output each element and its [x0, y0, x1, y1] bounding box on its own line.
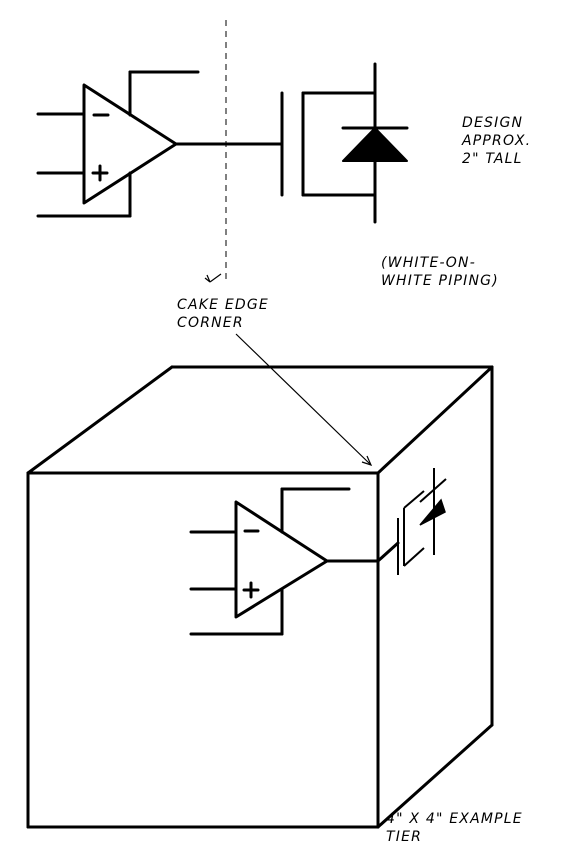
source-connection-side: [403, 547, 425, 567]
design-size-line-1: Design: [462, 115, 524, 131]
cake-edge-arrowhead-bottom: [361, 455, 373, 466]
body-diode-bar-side: [419, 478, 447, 503]
tier-line-1: 4" x 4" example: [386, 811, 523, 827]
cake-tier-cube: [26, 365, 494, 829]
op-amp-symbol-top: [36, 70, 284, 218]
mosfet-symbol-top: [280, 62, 409, 224]
cake-edge-line-1: Cake edge: [177, 297, 269, 313]
output-wire-side: [376, 541, 400, 563]
design-size-note: Design approx. 2" tall: [462, 114, 531, 168]
cake-edge-arrowhead-top: [204, 274, 211, 283]
drain-connection-side: [403, 490, 425, 509]
tier-line-2: tier: [386, 829, 423, 845]
body-diode-triangle-side: [419, 498, 446, 526]
piping-line-1: (white-on-: [381, 255, 476, 271]
cake-edge-arrow-short: [209, 273, 222, 283]
top-face-right-edge: [376, 365, 494, 475]
cake-edge-note: Cake edge corner: [177, 296, 269, 332]
body-diode-triangle: [342, 127, 408, 162]
op-amp-symbol-front: [189, 487, 380, 636]
side-face-bottom-edge: [376, 723, 494, 829]
piping-line-2: white piping): [381, 273, 499, 289]
design-size-line-2: approx.: [462, 133, 532, 149]
design-size-line-3: 2" tall: [462, 151, 523, 167]
piping-note: (white-on- white piping): [381, 254, 499, 290]
cake-edge-leader-line: [235, 333, 372, 466]
tier-size-note: 4" x 4" example tier: [386, 810, 523, 846]
mosfet-symbol-side: [376, 468, 447, 575]
top-face-left-edge: [26, 365, 174, 475]
cake-edge-line-2: corner: [177, 315, 244, 331]
